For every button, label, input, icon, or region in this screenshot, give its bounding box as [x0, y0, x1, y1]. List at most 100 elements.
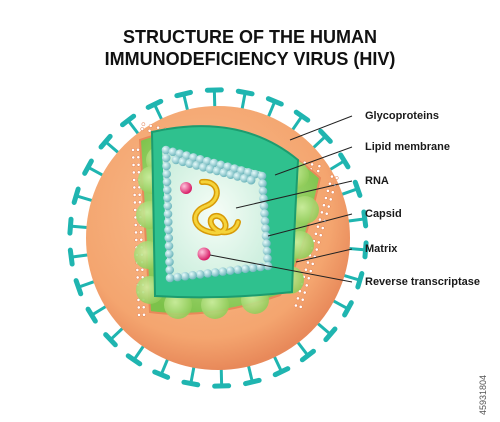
label-glycoproteins: Glycoproteins: [365, 110, 439, 122]
leader-matrix: [295, 248, 353, 263]
leader-rna: [235, 180, 353, 209]
leader-lipid-membrane: [274, 146, 353, 176]
membrane-dot: [136, 162, 141, 167]
capsid-bead: [161, 145, 171, 155]
membrane-dot: [132, 193, 137, 197]
glycoprotein-spike: [340, 179, 363, 198]
capsid-bead: [162, 185, 172, 195]
capsid-bead: [175, 149, 185, 159]
title-line-1: STRUCTURE OF THE HUMAN: [123, 27, 377, 47]
capsid-bead: [165, 265, 175, 275]
membrane-dot: [330, 190, 335, 195]
membrane-dot: [324, 211, 329, 216]
capsid-bead: [233, 172, 242, 181]
glycoprotein-spike: [315, 321, 338, 343]
capsid-bead: [161, 153, 171, 163]
glycoprotein-spike: [265, 96, 284, 119]
capsid-bead: [260, 209, 269, 218]
capsid-bead: [212, 166, 222, 176]
capsid-bead: [226, 266, 235, 275]
matrix-sphere: [291, 196, 319, 224]
membrane-dot: [139, 230, 143, 235]
enzyme-top: [180, 182, 192, 194]
membrane-dot: [308, 269, 313, 273]
capsid-bead: [261, 224, 270, 233]
membrane-dot: [131, 163, 136, 167]
capsid-bead: [226, 170, 235, 179]
membrane-dot: [134, 238, 139, 242]
glycoprotein-spike: [67, 216, 89, 236]
capsid-bead: [185, 159, 194, 168]
membrane-dot: [298, 305, 303, 309]
capsid-bead: [262, 239, 271, 248]
membrane-dot: [320, 210, 324, 215]
membrane-dot: [133, 223, 138, 227]
capsid-bead: [259, 201, 269, 211]
capsid-protein-beads: [161, 145, 273, 283]
membrane-dot: [326, 189, 330, 193]
membrane-dot: [132, 178, 136, 182]
membrane-dot: [136, 155, 141, 160]
membrane-dot: [304, 267, 308, 272]
glycoprotein-spike: [235, 88, 255, 111]
capsid-bead: [261, 231, 271, 241]
membrane-dot: [135, 275, 140, 280]
membrane-dot: [314, 247, 319, 252]
capsid-bead: [189, 153, 198, 162]
glycoprotein-spike: [145, 98, 164, 122]
label-matrix: Matrix: [365, 243, 398, 255]
membrane-dot: [334, 176, 339, 180]
membrane-dot: [133, 208, 138, 212]
capsid-bead: [164, 241, 174, 251]
membrane-dot: [316, 169, 321, 173]
capsid-bead: [205, 164, 215, 174]
membrane-dot: [132, 185, 137, 190]
membrane-dot: [304, 283, 309, 288]
capsid-bead: [164, 233, 174, 243]
membrane-dot: [148, 124, 153, 128]
capsid-bead: [257, 171, 267, 181]
membrane-dot: [318, 233, 323, 238]
glycoprotein-spike: [67, 247, 90, 267]
membrane-dot: [326, 204, 331, 209]
glycoprotein-spike: [71, 186, 94, 205]
capsid-bead: [168, 147, 178, 157]
capsid-bead: [178, 157, 188, 167]
glycoprotein-spike: [243, 364, 262, 387]
membrane-dot: [135, 268, 140, 272]
capsid-bead: [218, 267, 228, 276]
leader-glycoproteins: [289, 115, 353, 141]
capsid-bead: [241, 264, 250, 274]
glycoprotein-spike: [331, 298, 354, 318]
membrane-dot: [294, 303, 298, 308]
leader-capsid: [267, 213, 353, 237]
membrane-dot: [134, 230, 138, 235]
membrane-dot: [300, 297, 305, 302]
capsid-bead: [223, 162, 233, 172]
capsid-bead: [233, 265, 243, 274]
capsid-bead: [260, 216, 270, 226]
membrane-dot: [316, 224, 320, 229]
glycoprotein-spike: [311, 128, 333, 150]
membrane-dot: [314, 232, 318, 236]
glycoprotein-spike: [346, 209, 369, 229]
capsid-bead: [219, 168, 229, 178]
membrane-dot: [328, 197, 333, 202]
glycoprotein-spike: [82, 158, 105, 178]
membrane-dot: [324, 196, 328, 200]
label-capsid: Capsid: [365, 208, 402, 220]
capsid-bead: [230, 164, 239, 173]
membrane-dot: [137, 313, 141, 317]
capsid-bead: [263, 254, 272, 263]
label-lipid-membrane: Lipid membrane: [365, 141, 450, 153]
membrane-dot: [330, 174, 334, 179]
capsid-bead: [262, 246, 272, 256]
glycoprotein-spike: [120, 113, 141, 136]
capsid-bead: [246, 175, 256, 185]
glycoprotein-spike: [272, 354, 291, 378]
membrane-dot: [133, 200, 137, 205]
glycoprotein-spike: [342, 271, 365, 290]
membrane-dot: [141, 122, 146, 127]
glycoprotein-spike: [290, 109, 311, 132]
